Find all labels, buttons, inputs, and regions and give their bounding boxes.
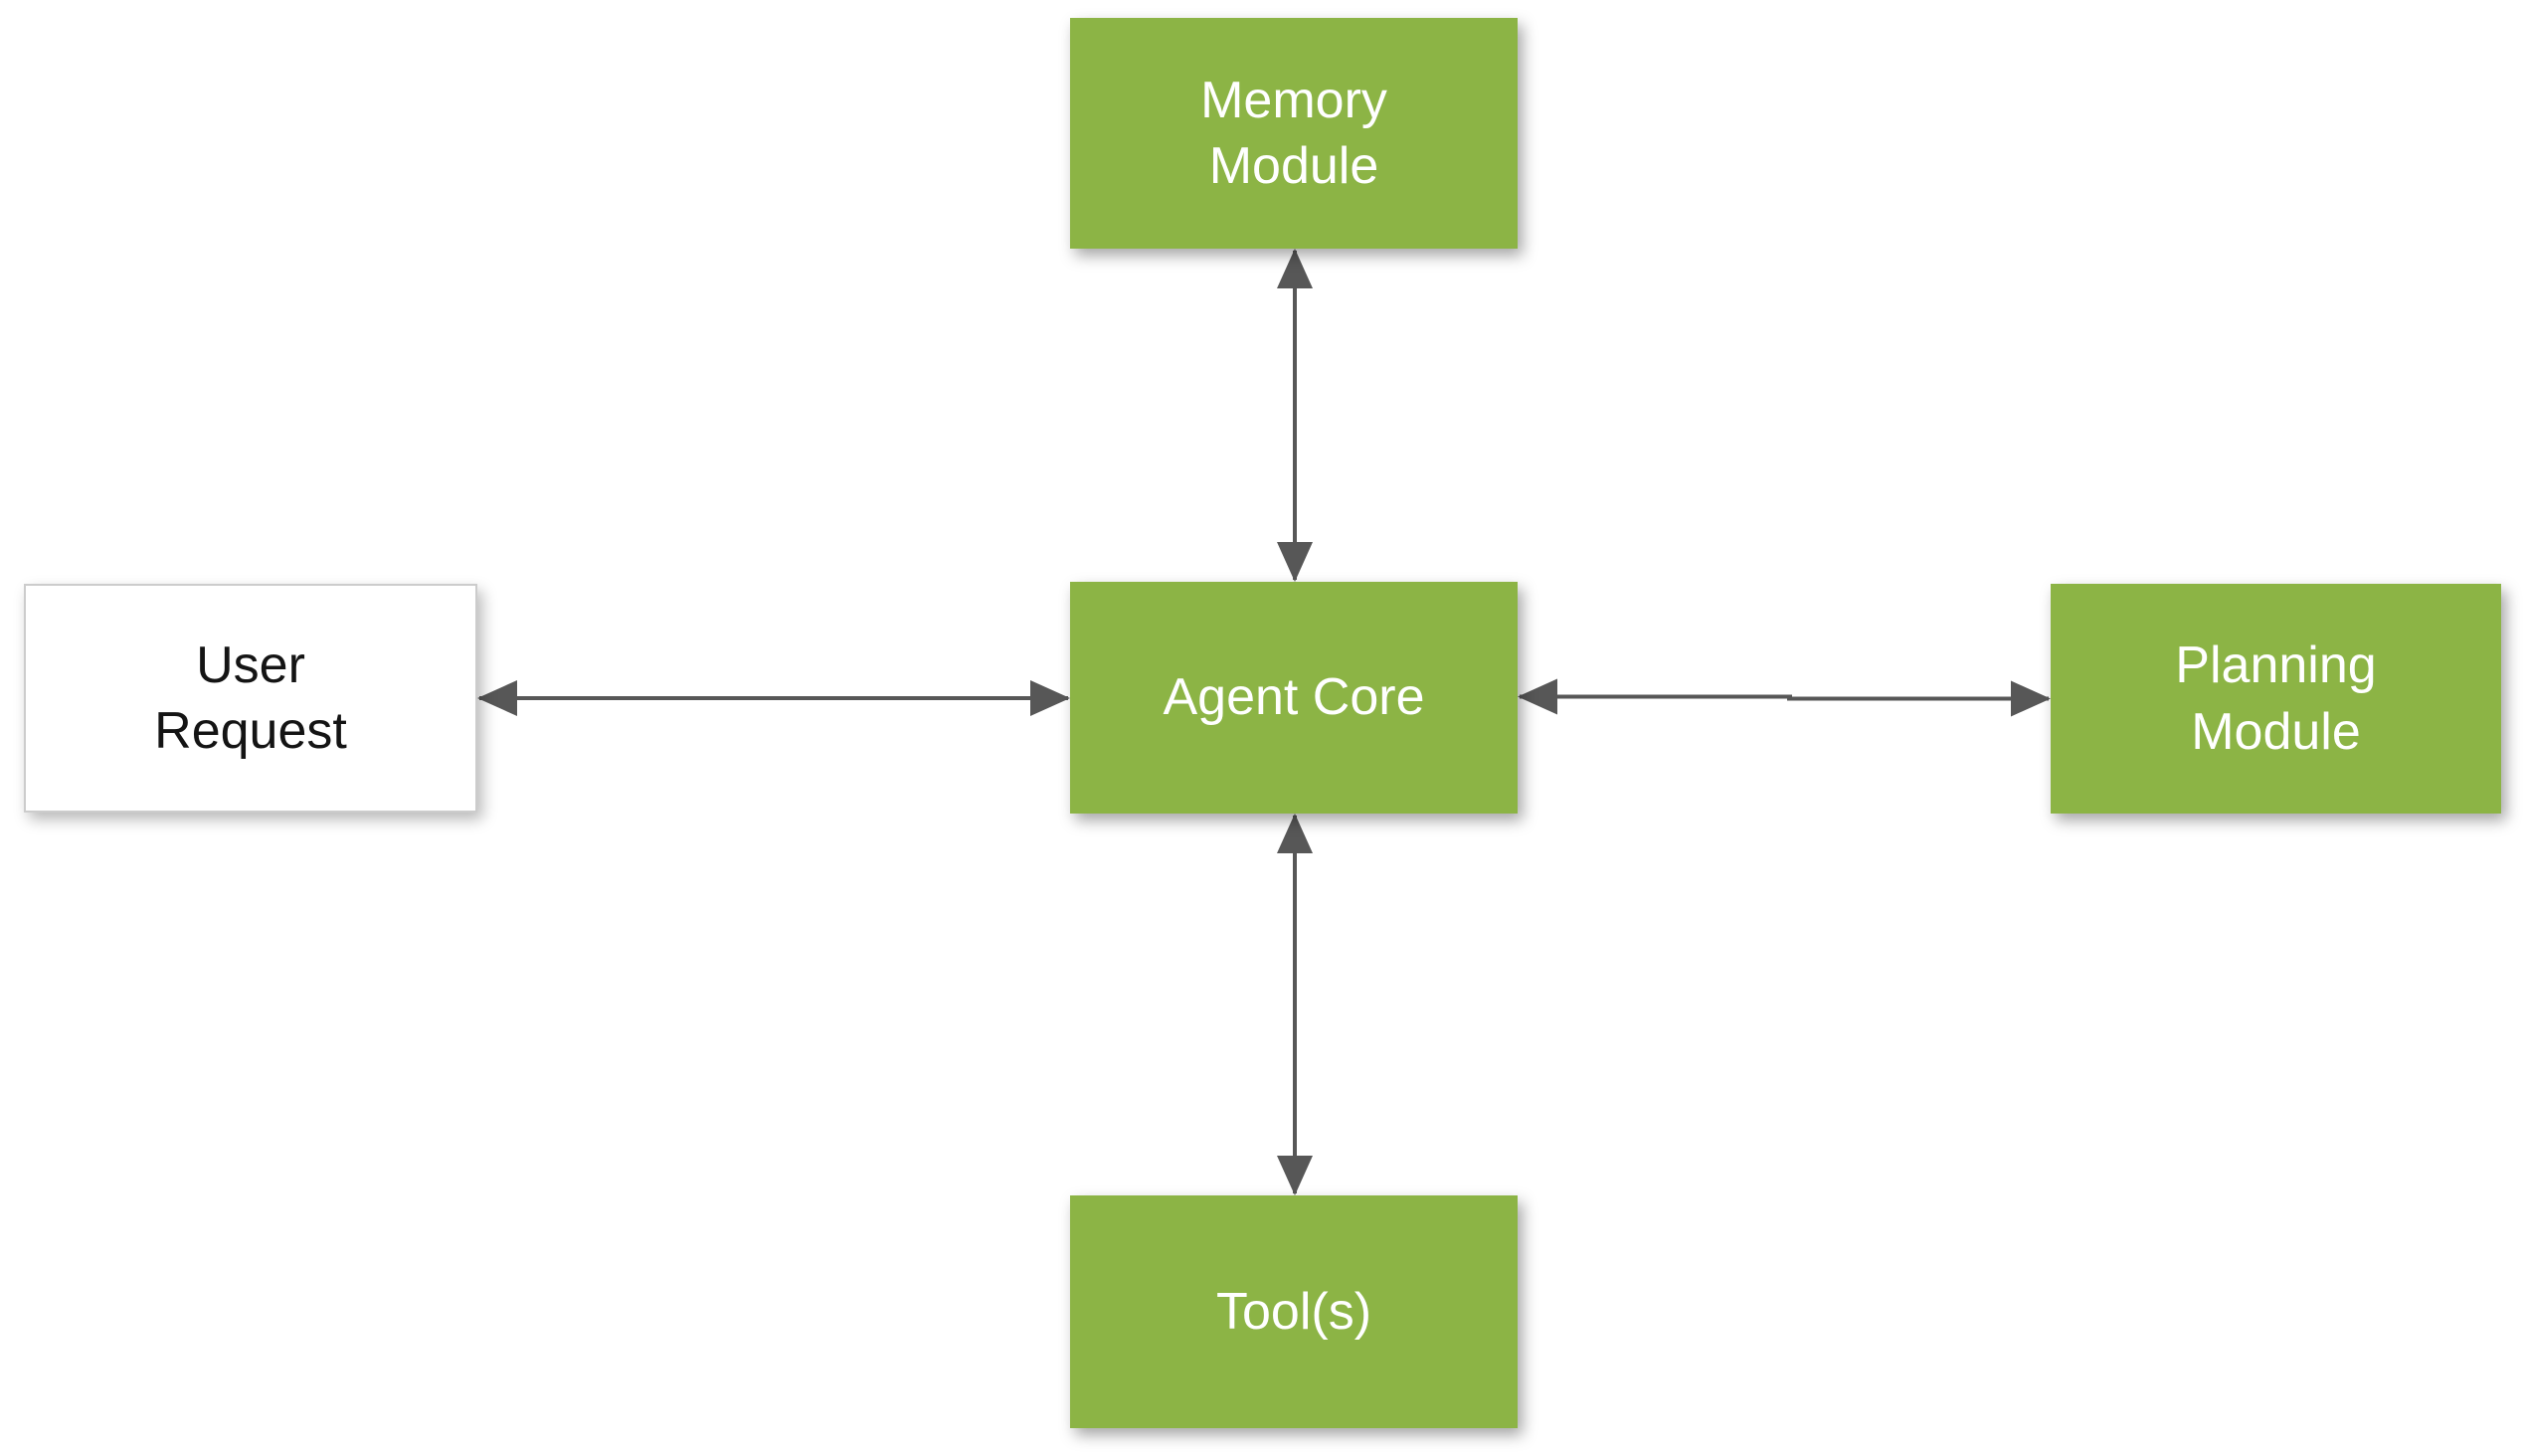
node-planning-module: Planning Module xyxy=(2051,584,2501,814)
node-planning-module-label: Planning Module xyxy=(2175,637,2377,761)
node-user-request: User Request xyxy=(24,584,477,813)
node-memory-module-label: Memory Module xyxy=(1200,71,1387,195)
node-user-request-label: User Request xyxy=(154,636,347,760)
node-agent-core-label: Agent Core xyxy=(1163,668,1425,727)
node-agent-core: Agent Core xyxy=(1070,582,1518,814)
node-tools-label: Tool(s) xyxy=(1215,1282,1372,1341)
node-tools: Tool(s) xyxy=(1070,1195,1518,1428)
node-memory-module: Memory Module xyxy=(1070,18,1518,249)
